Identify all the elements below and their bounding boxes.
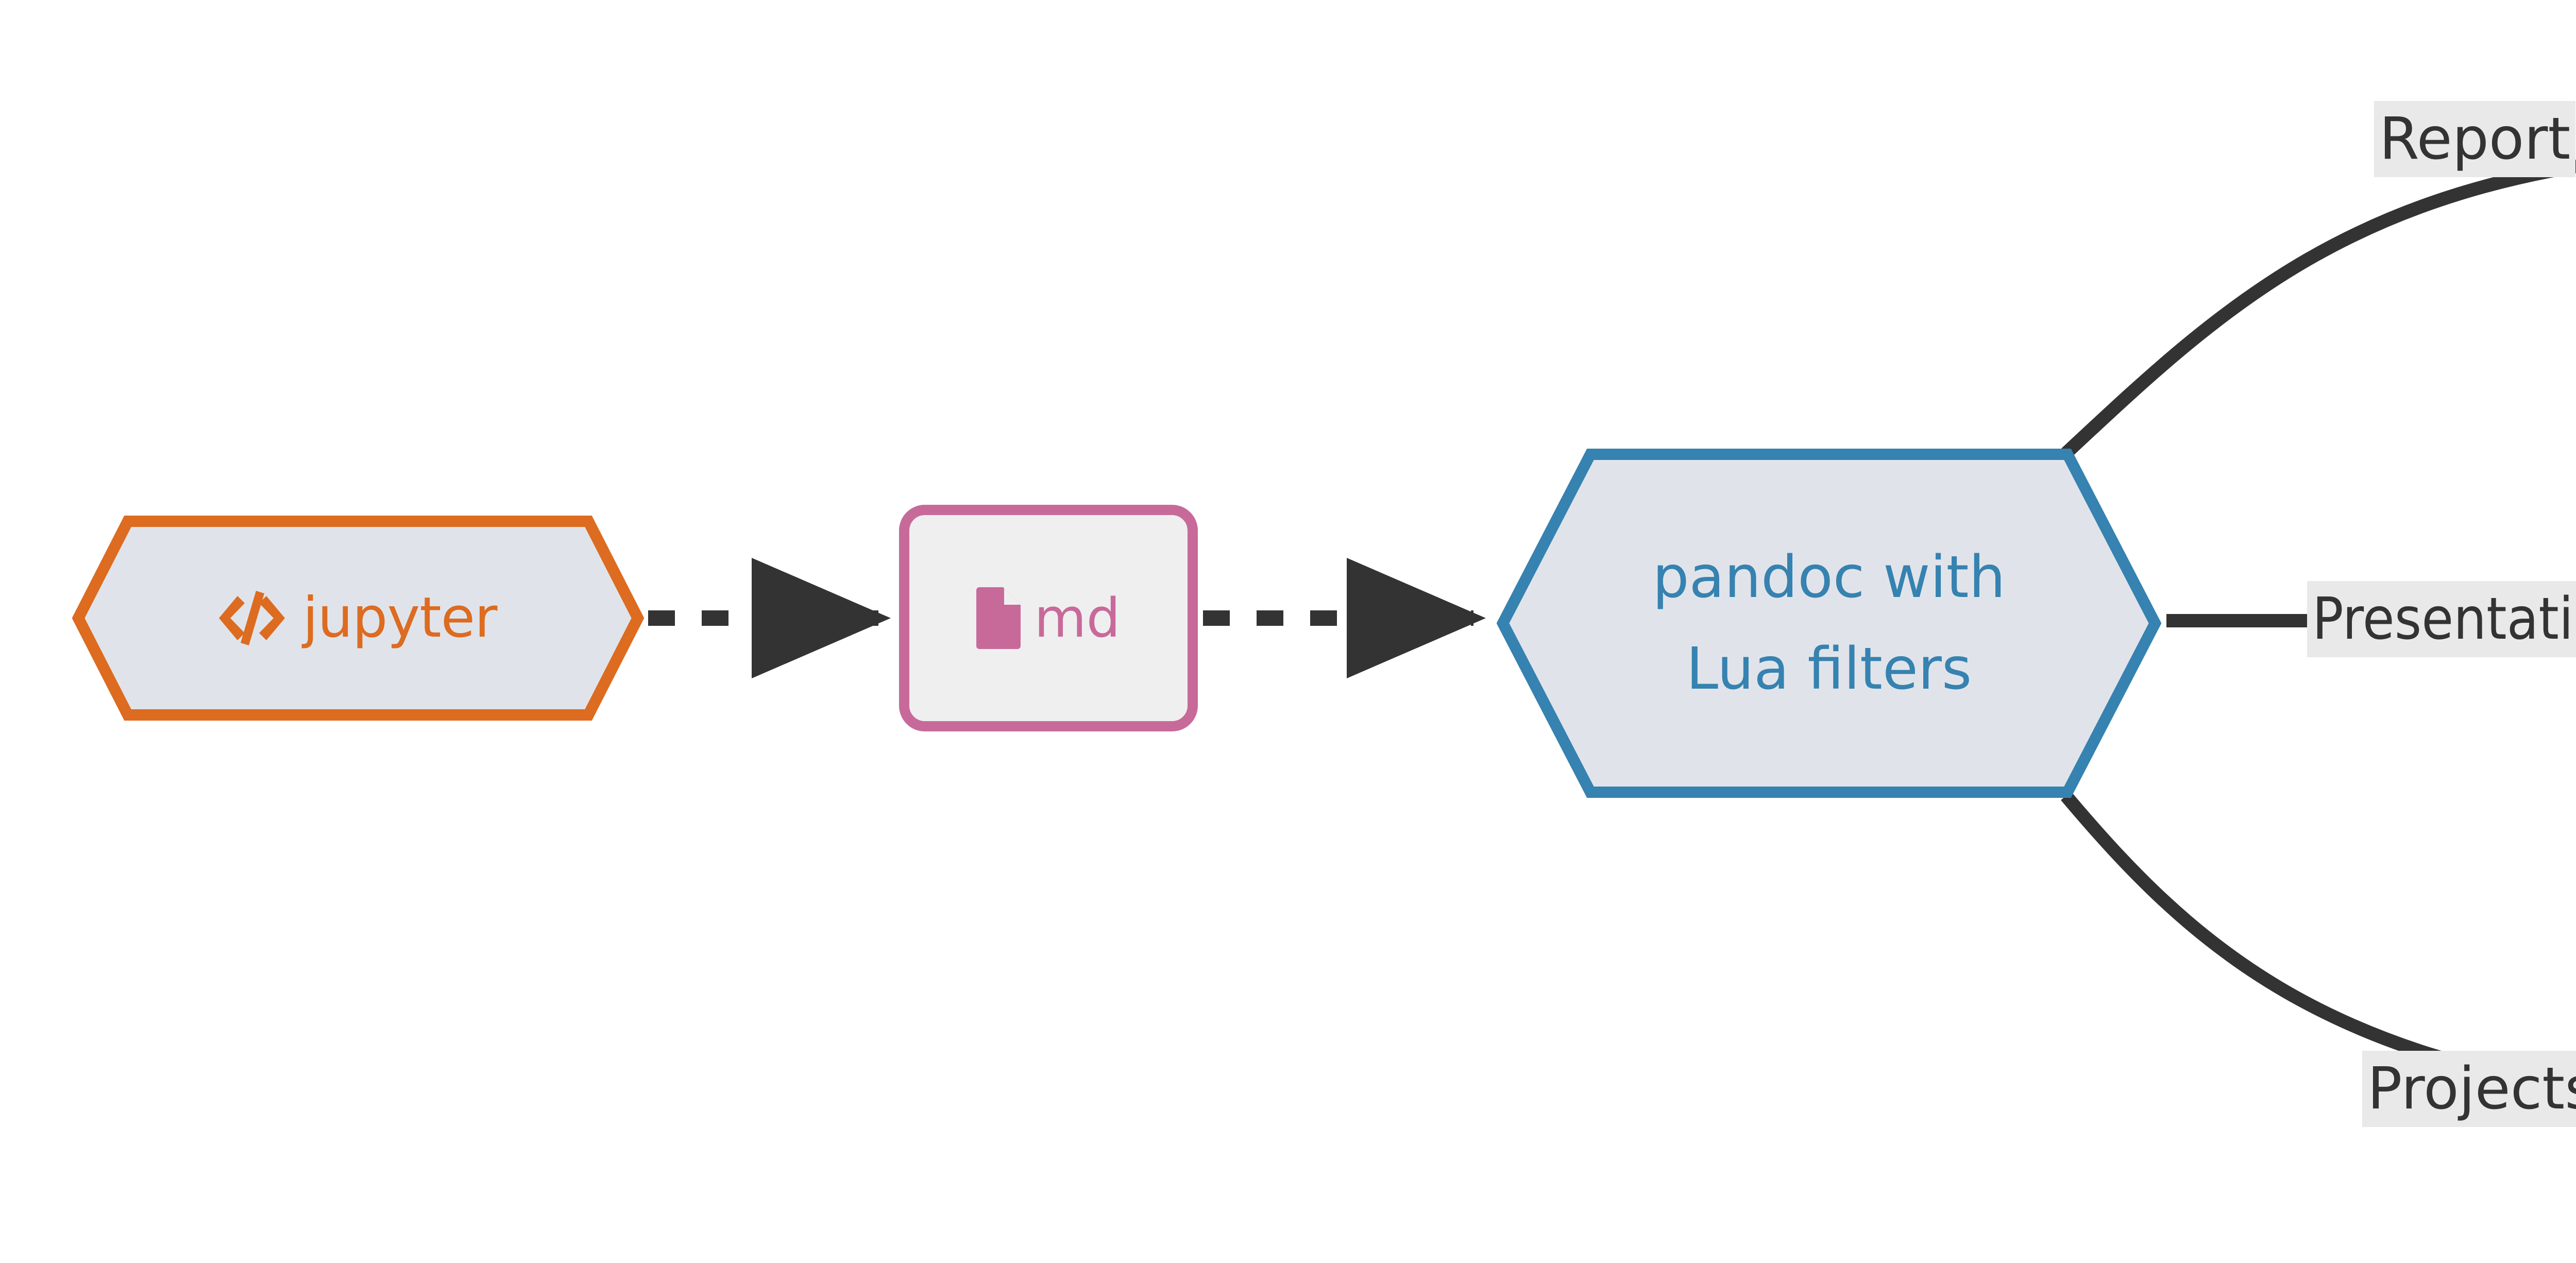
edge-label-presentation: Presentation bbox=[2307, 581, 2576, 658]
jupyter-label: jupyter bbox=[302, 586, 497, 650]
hexagon-shape-jupyter bbox=[72, 516, 645, 721]
pandoc-label-line2: Lua filters bbox=[1686, 636, 1972, 703]
md-label: md bbox=[1034, 587, 1121, 650]
edge-label-projects: Projects bbox=[2362, 1051, 2576, 1128]
node-pandoc[interactable]: pandoc with Lua filters bbox=[1496, 448, 2162, 798]
edge-label-report: Report bbox=[2374, 101, 2576, 178]
pandoc-label-line1: pandoc with bbox=[1652, 544, 2006, 611]
edge-pandoc-to-report-curve bbox=[2061, 159, 2576, 458]
node-md[interactable]: md bbox=[899, 505, 1198, 731]
hexagon-shape-pandoc bbox=[1496, 449, 2162, 798]
file-document-icon bbox=[976, 587, 1021, 649]
node-jupyter[interactable]: jupyter bbox=[72, 515, 645, 721]
code-icon bbox=[219, 590, 285, 646]
